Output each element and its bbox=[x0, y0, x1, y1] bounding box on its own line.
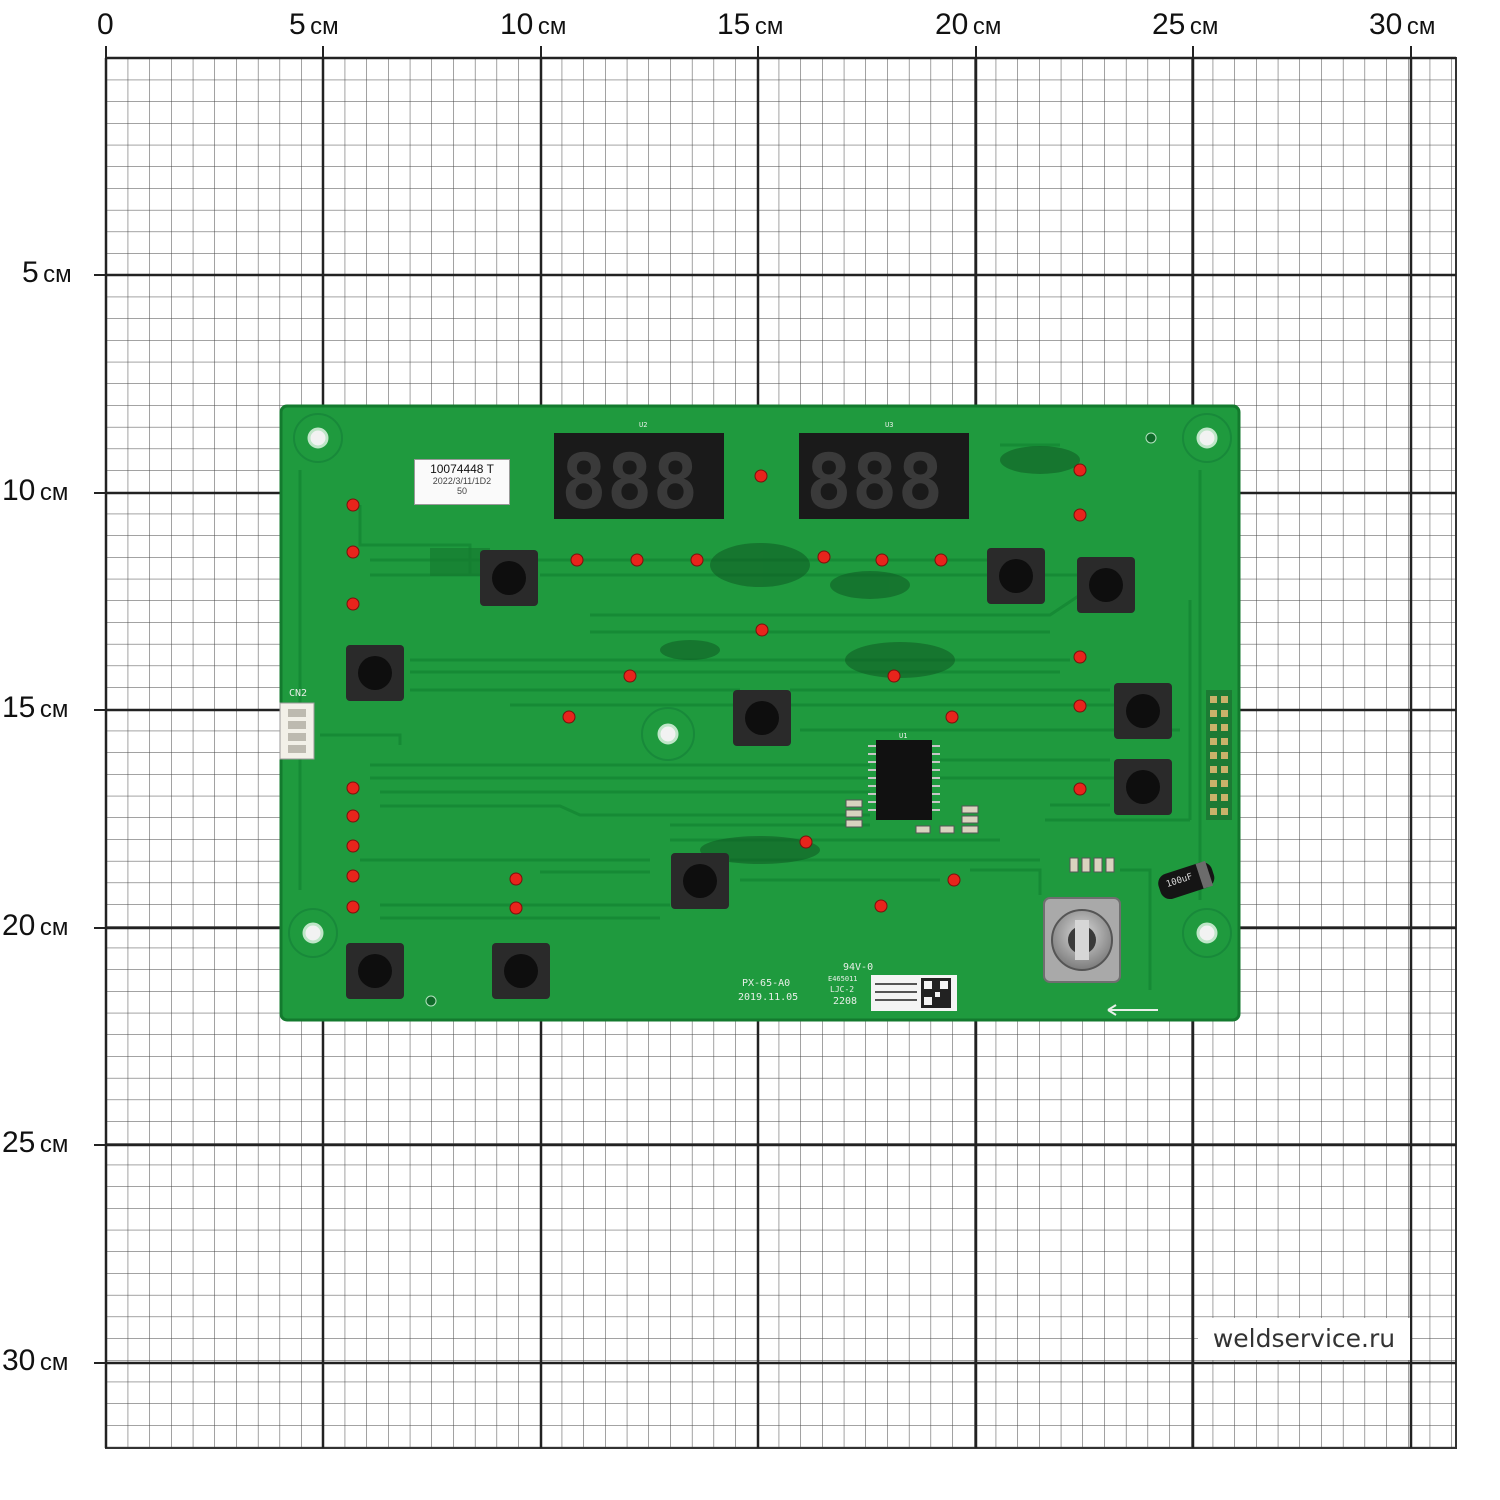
red-leds bbox=[346, 463, 1087, 915]
ruler-top-label-5: 5 см bbox=[289, 8, 339, 42]
chip-label-u1: U1 bbox=[899, 732, 908, 740]
display-label-u3: U3 bbox=[885, 421, 894, 429]
ruler-unit: см bbox=[39, 479, 69, 506]
sticker-batch: 50 bbox=[456, 486, 467, 496]
cn2-connector bbox=[279, 702, 315, 760]
ruler-number: 30 bbox=[1369, 8, 1403, 41]
ruler-number: 20 bbox=[2, 909, 36, 942]
ruler-unit: см bbox=[43, 261, 72, 288]
ruler-unit: см bbox=[39, 914, 69, 941]
button-k10 bbox=[492, 943, 550, 999]
sticker-date-code: 2022/3/11/1D2 bbox=[432, 476, 492, 486]
ruler-unit: см bbox=[1189, 13, 1219, 40]
ruler-unit: см bbox=[39, 696, 69, 723]
ruler-top-label-20: 20 см bbox=[935, 8, 1001, 42]
ruler-number: 10 bbox=[2, 474, 36, 507]
ruler-top-label-30: 30 см bbox=[1369, 8, 1435, 42]
svg-text:888: 888 bbox=[561, 437, 698, 526]
ruler-top-label-0: 0 bbox=[97, 8, 114, 42]
ruler-number: 5 bbox=[289, 8, 306, 41]
button-k3 bbox=[1077, 557, 1135, 613]
ul-marking: 94V-0 bbox=[843, 962, 874, 973]
date-code: 2208 bbox=[833, 996, 858, 1007]
electrolytic-capacitor bbox=[1158, 860, 1215, 900]
part-number-sticker: 10074448 T 2022/3/11/1D2 50 bbox=[414, 459, 510, 505]
seven-segment-display-u2: 888 bbox=[554, 433, 724, 526]
ruler-number: 30 bbox=[2, 1344, 36, 1377]
ruler-top-label-25: 25 см bbox=[1152, 8, 1218, 42]
ruler-number: 15 bbox=[717, 8, 751, 41]
ruler-number: 15 bbox=[2, 691, 36, 724]
model-marking: PX-65-A0 bbox=[742, 978, 791, 989]
smd-components bbox=[845, 799, 1115, 873]
mounting-holes bbox=[302, 427, 1218, 944]
ruler-top-label-15: 15 см bbox=[717, 8, 783, 42]
ul-code: LJC-2 bbox=[830, 985, 855, 994]
button-k1 bbox=[480, 550, 538, 606]
ruler-number: 25 bbox=[2, 1126, 36, 1159]
ruler-left-label-5: 5 см bbox=[22, 256, 72, 290]
ruler-unit: см bbox=[1406, 13, 1436, 40]
pcb-board: 888 888 bbox=[279, 404, 1241, 1022]
ul-file-number: E465011 bbox=[828, 975, 858, 983]
ruler-unit: см bbox=[310, 13, 339, 40]
flux-stains bbox=[660, 446, 1080, 864]
date-marking: 2019.11.05 bbox=[738, 992, 799, 1003]
rotary-encoder bbox=[1043, 897, 1121, 983]
tactile-buttons bbox=[346, 548, 1172, 999]
cn2-label: CN2 bbox=[289, 688, 308, 699]
sticker-part-number: 10074448 T bbox=[430, 462, 494, 476]
ruler-unit: см bbox=[39, 1131, 69, 1158]
watermark: weldservice.ru bbox=[1198, 1318, 1410, 1360]
ruler-number: 10 bbox=[500, 8, 534, 41]
ruler-left-label-20: 20 см bbox=[2, 909, 68, 943]
qr-code-icon bbox=[875, 978, 951, 1008]
ruler-unit: см bbox=[537, 13, 567, 40]
ruler-number: 0 bbox=[97, 8, 114, 41]
ruler-number: 5 bbox=[22, 256, 39, 289]
ruler-left-label-30: 30 см bbox=[2, 1344, 68, 1378]
qr-code-label bbox=[871, 975, 957, 1011]
button-k8 bbox=[1114, 759, 1172, 815]
svg-text:888: 888 bbox=[806, 437, 943, 526]
button-k5 bbox=[733, 690, 791, 746]
ruler-top-label-10: 10 см bbox=[500, 8, 566, 42]
ruler-number: 25 bbox=[1152, 8, 1186, 41]
ruler-left-label-10: 10 см bbox=[2, 474, 68, 508]
ruler-number: 20 bbox=[935, 8, 969, 41]
ruler-unit: см bbox=[754, 13, 784, 40]
button-k2 bbox=[987, 548, 1045, 604]
seven-segment-display-u3: 888 bbox=[799, 433, 969, 526]
ruler-unit: см bbox=[972, 13, 1002, 40]
ruler-left-label-15: 15 см bbox=[2, 691, 68, 725]
pin-header bbox=[1206, 690, 1232, 820]
ic-chip-u1 bbox=[868, 740, 940, 820]
display-label-u2: U2 bbox=[639, 421, 648, 429]
button-k7 bbox=[1114, 683, 1172, 739]
ruler-left-label-25: 25 см bbox=[2, 1126, 68, 1160]
button-k4 bbox=[346, 645, 404, 701]
ruler-unit: см bbox=[39, 1349, 69, 1376]
button-k9 bbox=[346, 943, 404, 999]
button-k6 bbox=[671, 853, 729, 909]
